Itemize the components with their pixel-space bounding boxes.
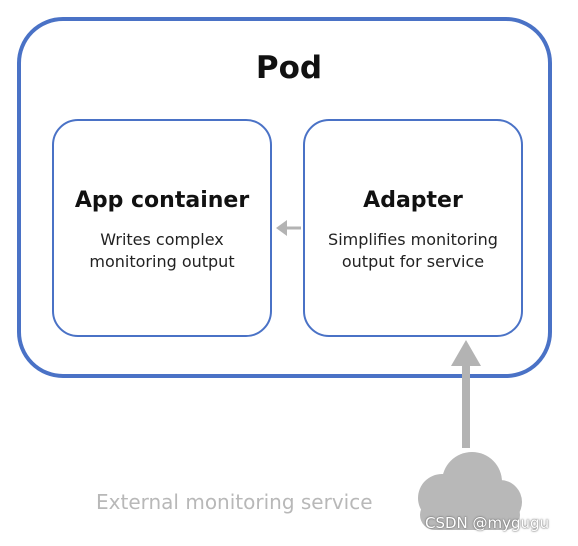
adapter-box: Adapter Simplifies monitoring output for… [303,119,523,337]
adapter-title: Adapter [363,188,463,213]
app-container-box: App container Writes complex monitoring … [52,119,272,337]
adapter-desc-line-1: Simplifies monitoring [328,230,498,249]
cloud-icon [418,452,522,530]
app-container-description: Writes complex monitoring output [54,229,270,273]
adapter-description: Simplifies monitoring output for service [305,229,521,273]
app-container-desc-line-2: monitoring output [89,252,235,271]
adapter-desc-line-2: output for service [341,252,485,271]
app-container-desc-line-1: Writes complex [100,230,224,249]
external-to-adapter-arrow-icon [451,340,481,448]
adapter-to-app-arrow-icon [276,220,301,236]
watermark-text: CSDN @mygugu [425,514,550,532]
pod-container [17,17,552,378]
app-container-title: App container [74,188,250,213]
external-monitoring-service-label: External monitoring service [96,490,373,514]
pod-title: Pod [255,50,323,86]
